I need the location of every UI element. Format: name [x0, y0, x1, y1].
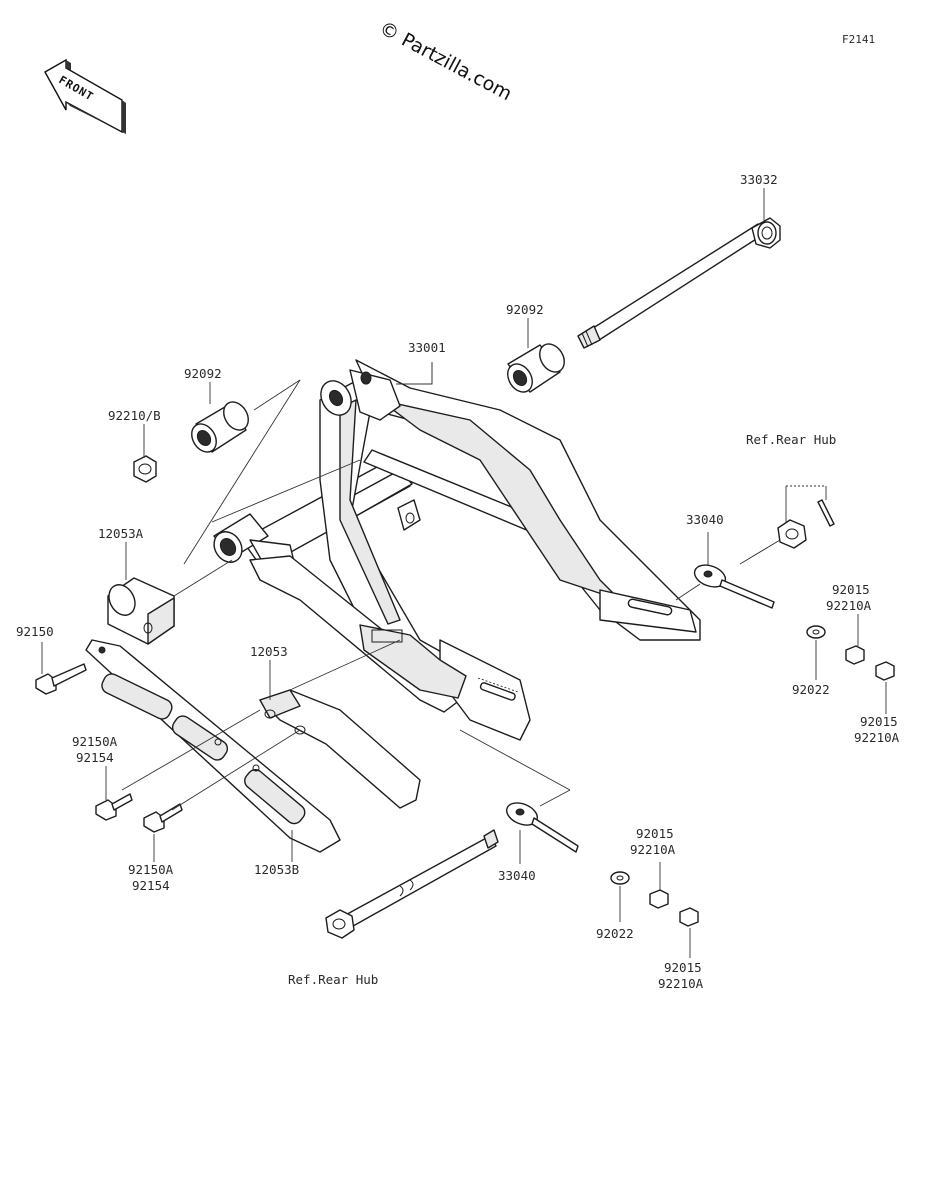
callout-92210a-c: 92210A [630, 842, 676, 857]
diagram-code: F2141 [842, 33, 875, 46]
callout-33040-bottom: 33040 [498, 868, 536, 883]
nut-92015-b [875, 661, 895, 681]
chain-adjuster-top [693, 564, 775, 609]
callout-92210a-b: 92210A [854, 730, 900, 745]
callout-92015-d: 92015 [664, 960, 702, 975]
callout-92210b: 92210/B [108, 408, 161, 423]
callout-92150a-lower: 92150A [128, 862, 174, 877]
leader-lines [41, 188, 887, 958]
callout-ref-rear-hub-bottom: Ref.Rear Hub [288, 972, 378, 987]
bolt-92150a-lower [143, 803, 183, 833]
front-arrow-icon: FRONT [44, 58, 126, 134]
pivot-shaft-part [577, 217, 781, 349]
rear-axle-part [325, 829, 499, 939]
nut-92015-d [679, 907, 699, 927]
washer-92022-top [806, 625, 826, 639]
callout-92015-b: 92015 [860, 714, 898, 729]
callout-12053a: 12053A [98, 526, 144, 541]
callout-92092-left: 92092 [184, 366, 222, 381]
nut-92015-c [649, 889, 669, 909]
callout-12053b: 12053B [254, 862, 299, 877]
right-bushing-part [507, 343, 565, 393]
chain-guide-plate-12053b [85, 639, 341, 853]
callout-92210a-d: 92210A [658, 976, 704, 991]
left-bushing-part [191, 401, 249, 453]
callout-92015-c: 92015 [636, 826, 674, 841]
rear-hub-nut-part [777, 499, 835, 549]
bolt-92150-part [35, 663, 87, 695]
callout-33040-top: 33040 [686, 512, 724, 527]
swingarm-part [213, 359, 701, 741]
nut-92015-a [845, 645, 865, 665]
callout-92022-top: 92022 [792, 682, 830, 697]
bolt-92150a-upper [95, 793, 133, 821]
chain-adjuster-bottom [505, 802, 579, 853]
watermark-text: © Partzilla.com [376, 17, 516, 105]
callout-12053: 12053 [250, 644, 288, 659]
callout-92154-upper: 92154 [76, 750, 114, 765]
callout-92150a-upper: 92150A [72, 734, 118, 749]
callout-92022-bottom: 92022 [596, 926, 634, 941]
callout-92150: 92150 [16, 624, 54, 639]
callout-ref-rear-hub-top: Ref.Rear Hub [746, 432, 836, 447]
callout-33001: 33001 [408, 340, 446, 355]
nut-92210b-part [133, 455, 157, 483]
callout-92015-a: 92015 [832, 582, 870, 597]
callout-33032: 33032 [740, 172, 778, 187]
callout-92154-lower: 92154 [132, 878, 170, 893]
callout-92210a-a: 92210A [826, 598, 872, 613]
washer-92022-bottom [610, 871, 630, 885]
callout-92092-right: 92092 [506, 302, 544, 317]
chain-guide-block-12053a [107, 577, 175, 645]
